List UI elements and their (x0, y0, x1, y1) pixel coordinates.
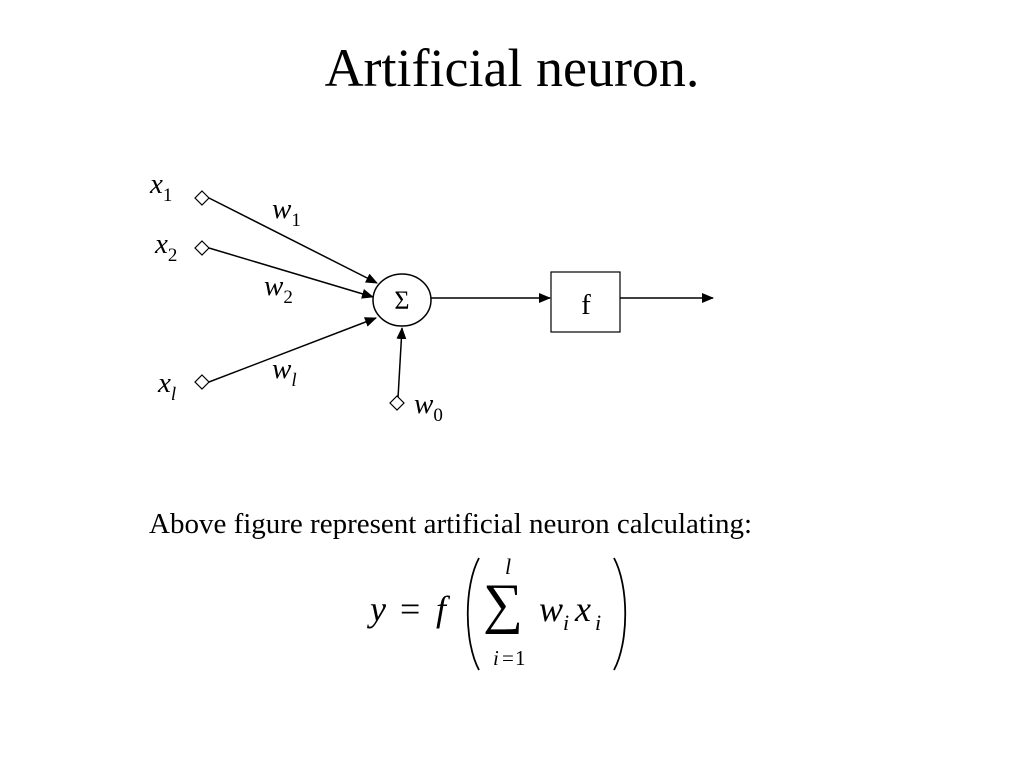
connection-x2 (208, 247, 374, 299)
formula-f: f (436, 589, 447, 629)
formula-sum-symbol: ∑ (483, 573, 523, 635)
formula-equals: = (400, 589, 421, 629)
formula-w-sub: i (563, 610, 570, 635)
formula-x: x (575, 589, 591, 629)
slide-title: Artificial neuron. (324, 38, 700, 98)
formula-lower-value: 1 (515, 646, 526, 670)
formula-left-paren (466, 557, 480, 671)
formula-right-paren (613, 557, 627, 671)
bias-label-w0: w0 (414, 388, 443, 426)
input-node-w0 (389, 395, 405, 411)
activation-box (550, 271, 621, 333)
formula-lower-equals: = (502, 646, 514, 670)
activation-label: f (581, 289, 591, 321)
formula-upper-limit: l (505, 554, 512, 579)
summation-symbol: Σ (394, 286, 409, 315)
weight-label-wl: wl (272, 353, 297, 391)
input-node-x2 (194, 240, 210, 256)
input-node-x1 (194, 190, 210, 206)
input-node-xl (194, 374, 210, 390)
formula-y: y (370, 589, 386, 629)
formula-w: w (539, 589, 564, 629)
input-label-x1: x1 (149, 168, 172, 206)
weight-label-w1: w1 (272, 193, 301, 231)
connection-bias (396, 327, 407, 399)
neuron-formula: y = f l ∑ i = 1 w i x i (362, 548, 652, 678)
formula-lower-index: i (493, 646, 499, 670)
input-label-x2: x2 (154, 228, 177, 266)
input-label-xl: xl (157, 367, 176, 405)
formula-x-sub: i (595, 610, 602, 635)
connection-x1 (208, 197, 378, 284)
connection-xl (208, 317, 377, 383)
weight-label-w2: w2 (264, 270, 293, 308)
caption-text: Above figure represent artificial neuron… (149, 508, 753, 540)
summation-node (372, 273, 432, 327)
